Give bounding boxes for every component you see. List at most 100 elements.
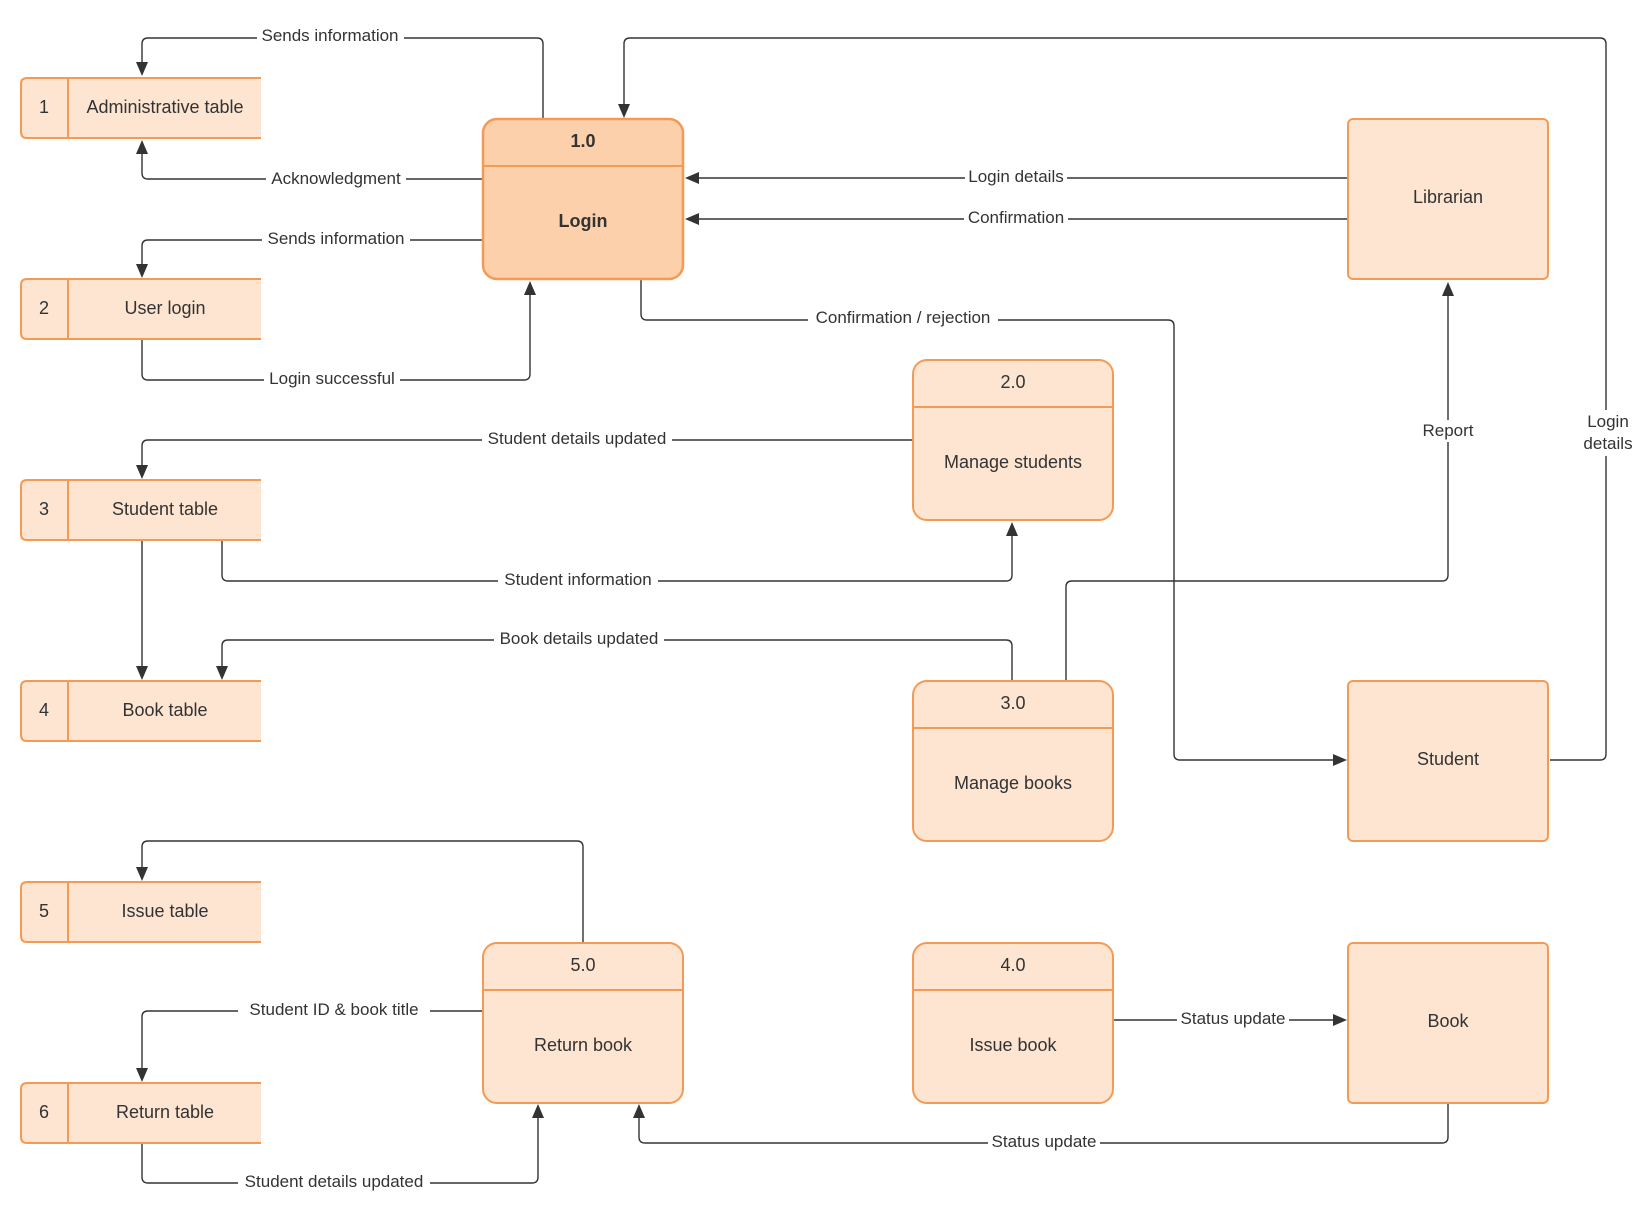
data-store-label: Student table — [112, 499, 218, 519]
flow-label: Book details updated — [494, 628, 664, 650]
flow-label-text: Book details updated — [500, 629, 659, 648]
arrow-head — [136, 62, 148, 76]
flow-student-id-book-title — [141, 1010, 482, 1068]
process-label: Manage students — [944, 452, 1082, 472]
data-store-label: Return table — [116, 1102, 214, 1122]
flow-label: Status update — [988, 1131, 1100, 1153]
flow-label: Sends information — [257, 24, 404, 46]
flow-label: Acknowledgment — [266, 168, 406, 190]
arrow-head — [136, 465, 148, 479]
flow-return-book-to-issue-table — [141, 840, 584, 942]
data-store-administrative-table[interactable]: 1 Administrative table — [20, 77, 261, 139]
flow-label-text: Acknowledgment — [271, 169, 401, 188]
arrow-head — [1333, 1014, 1347, 1026]
arrow-head — [685, 213, 699, 225]
processes: 1.0 Login 2.0 Manage students 3.0 Manage… — [481, 117, 1114, 1104]
flow-label: Student details updated — [238, 1171, 430, 1193]
data-store-label: Issue table — [121, 901, 208, 921]
data-store-number: 1 — [39, 97, 49, 117]
flow-label-text: Login details — [968, 167, 1063, 186]
flow-label-text: Student details updated — [488, 429, 667, 448]
data-store-student-table[interactable]: 3 Student table — [20, 479, 261, 541]
data-store-number: 6 — [39, 1102, 49, 1122]
flow-student-details-updated — [141, 439, 912, 465]
arrow-head — [524, 281, 536, 295]
flow-label: Student information — [498, 569, 658, 591]
data-store-number: 2 — [39, 298, 49, 318]
flow-label: Login details — [1580, 410, 1636, 456]
arrow-head — [685, 172, 699, 184]
arrow-head — [532, 1104, 544, 1118]
flow-label: Login successful — [264, 368, 400, 390]
process-number: 4.0 — [1000, 955, 1025, 975]
process-number: 2.0 — [1000, 372, 1025, 392]
flow-label-text: Confirmation / rejection — [816, 308, 991, 327]
process-issue-book[interactable]: 4.0 Issue book — [912, 942, 1114, 1104]
entity-label: Librarian — [1413, 187, 1483, 207]
process-number: 5.0 — [570, 955, 595, 975]
data-store-user-login[interactable]: 2 User login — [20, 278, 261, 340]
process-label: Manage books — [954, 773, 1072, 793]
flow-label-text: Sends information — [261, 26, 398, 45]
process-manage-books[interactable]: 3.0 Manage books — [912, 680, 1114, 842]
flow-label: Student ID & book title — [238, 999, 430, 1021]
data-store-issue-table[interactable]: 5 Issue table — [20, 881, 261, 943]
external-entities: Librarian Student Book — [1347, 118, 1549, 1104]
data-store-number: 3 — [39, 499, 49, 519]
arrow-head — [618, 104, 630, 118]
arrow-head — [1333, 754, 1347, 766]
data-store-label: User login — [124, 298, 205, 318]
flow-label: Sends information — [262, 227, 410, 249]
flow-labels: Sends information Acknowledgment Sends i… — [238, 24, 1636, 1193]
process-login[interactable]: 1.0 Login — [481, 117, 685, 281]
flow-label-text: Sends information — [267, 229, 404, 248]
arrow-head — [136, 140, 148, 154]
arrow-head — [136, 666, 148, 680]
arrow-head — [1442, 282, 1454, 296]
flow-label: Report — [1418, 420, 1478, 442]
flow-label-text: Student information — [504, 570, 651, 589]
data-store-number: 4 — [39, 700, 49, 720]
entity-label: Book — [1427, 1011, 1469, 1031]
arrow-head — [633, 1104, 645, 1118]
flow-label-text: Login — [1587, 412, 1629, 431]
process-number: 3.0 — [1000, 693, 1025, 713]
flow-label-text: Status update — [1181, 1009, 1286, 1028]
process-number: 1.0 — [570, 131, 595, 151]
data-store-book-table[interactable]: 4 Book table — [20, 680, 261, 742]
arrow-head — [136, 1068, 148, 1082]
flow-label: Confirmation / rejection — [808, 307, 998, 329]
flow-label: Login details — [965, 166, 1067, 188]
arrow-head — [136, 867, 148, 881]
data-stores: 1 Administrative table 2 User login 3 St… — [20, 77, 261, 1144]
flow-label-text: Student details updated — [245, 1172, 424, 1191]
flow-label-text: Confirmation — [968, 208, 1064, 227]
data-store-number: 5 — [39, 901, 49, 921]
entity-label: Student — [1417, 749, 1479, 769]
flow-label-text: Student ID & book title — [249, 1000, 418, 1019]
data-store-return-table[interactable]: 6 Return table — [20, 1082, 261, 1144]
data-store-label: Administrative table — [86, 97, 243, 117]
process-label: Login — [559, 211, 608, 231]
flow-label: Status update — [1177, 1008, 1289, 1030]
process-return-book[interactable]: 5.0 Return book — [482, 942, 684, 1104]
entity-book[interactable]: Book — [1347, 942, 1549, 1104]
flow-label-text: Report — [1422, 421, 1473, 440]
flow-label: Confirmation — [964, 207, 1068, 229]
flow-student-login-details — [623, 37, 1607, 761]
arrow-head — [136, 264, 148, 278]
data-store-label: Book table — [122, 700, 207, 720]
entity-student[interactable]: Student — [1347, 680, 1549, 842]
flow-acknowledgment — [141, 154, 482, 180]
flow-label-text: Status update — [992, 1132, 1097, 1151]
entity-librarian[interactable]: Librarian — [1347, 118, 1549, 280]
flow-label: Student details updated — [482, 428, 672, 450]
arrow-head — [1006, 522, 1018, 536]
flow-label-text-line2: details — [1583, 434, 1632, 453]
flow-report — [1065, 296, 1449, 680]
process-manage-students[interactable]: 2.0 Manage students — [912, 359, 1114, 521]
flow-confirmation-rejection — [640, 280, 1333, 761]
flow-login-to-user-login — [141, 239, 482, 264]
process-label: Return book — [534, 1035, 633, 1055]
